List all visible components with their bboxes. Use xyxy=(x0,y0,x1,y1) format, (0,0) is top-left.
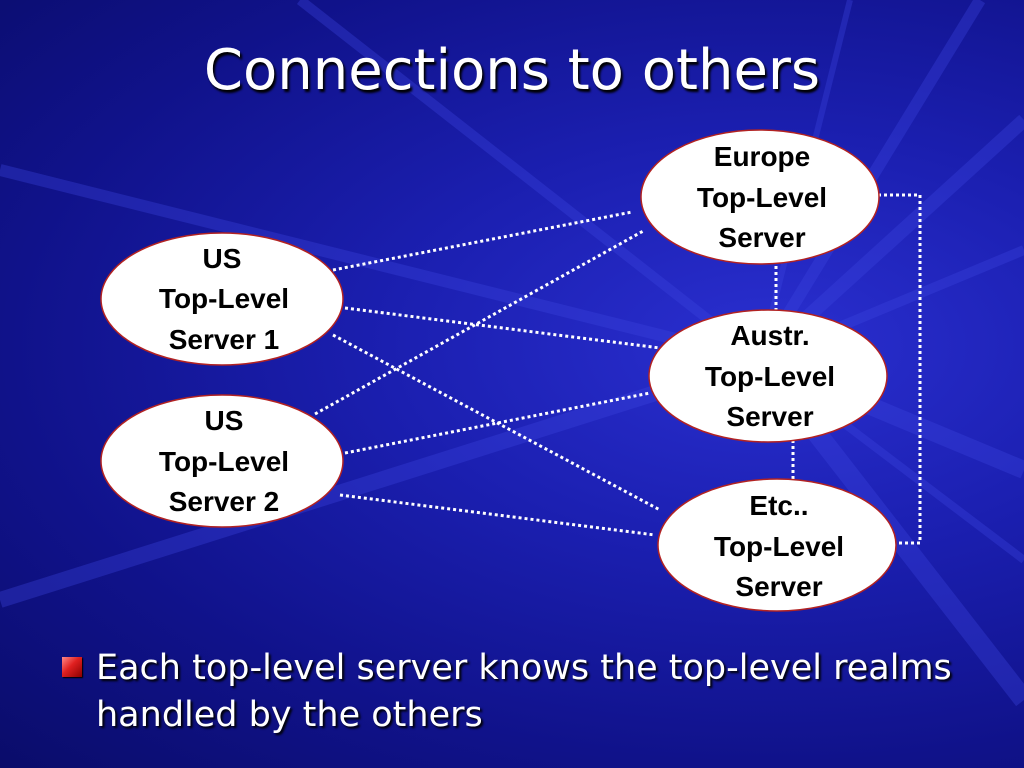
edge-us1-etc xyxy=(332,333,661,512)
node-etc-server: Etc.. Top-Level Server xyxy=(657,478,897,612)
node-europe-server: Europe Top-Level Server xyxy=(640,129,880,265)
node-label-line: Top-Level xyxy=(705,361,835,392)
edge-us2-europe xyxy=(314,228,646,416)
node-label-line: Server xyxy=(726,401,813,432)
edge-us1-austr xyxy=(344,306,661,350)
node-label-line: Server xyxy=(735,571,822,602)
edge-us1-europe xyxy=(332,210,633,272)
node-label-line: Etc.. xyxy=(749,490,808,521)
edge-us2-etc xyxy=(339,493,656,537)
node-label-line: Top-Level xyxy=(159,283,289,314)
edge-us2-austr xyxy=(344,391,651,455)
bullet-text: Each top-level server knows the top-leve… xyxy=(96,648,952,735)
node-label-line: Top-Level xyxy=(159,446,289,477)
node-label-line: Server 2 xyxy=(169,486,280,517)
node-label-line: Server 1 xyxy=(169,324,280,355)
node-label-line: Austr. xyxy=(730,320,809,351)
node-label-line: Europe xyxy=(714,141,810,172)
connection-lines xyxy=(314,193,922,545)
slide-title: Connections to others xyxy=(203,38,821,103)
node-label-line: US xyxy=(203,243,242,274)
bullet-square-icon xyxy=(62,657,82,677)
node-label-line: US xyxy=(205,405,244,436)
node-label-line: Top-Level xyxy=(697,182,827,213)
node-us-server-2: US Top-Level Server 2 xyxy=(100,394,344,528)
node-label-line: Server xyxy=(718,222,805,253)
node-label-line: Top-Level xyxy=(714,531,844,562)
edge-europe-etc xyxy=(878,193,922,545)
node-us-server-1: US Top-Level Server 1 xyxy=(100,232,344,366)
node-austr-server: Austr. Top-Level Server xyxy=(648,309,888,443)
